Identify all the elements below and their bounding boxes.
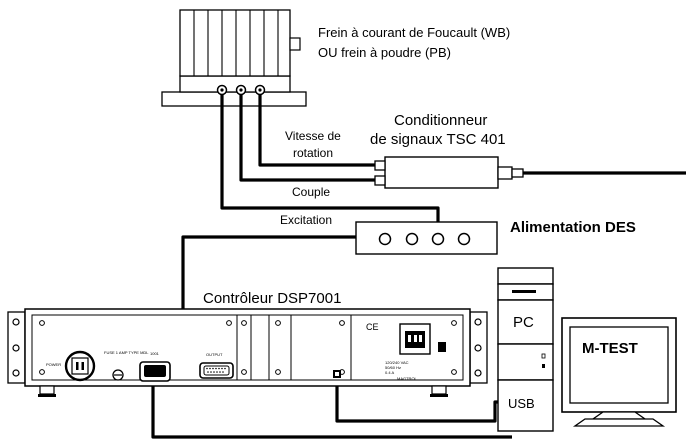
port-1001-connector (139, 361, 171, 382)
pc-usb-label: USB (508, 396, 535, 411)
controller-panel (31, 314, 464, 381)
speed-label-line2: rotation (293, 146, 333, 160)
brake-fins (193, 10, 279, 76)
monitor-stand (572, 418, 666, 427)
power-text: POWER (46, 362, 61, 367)
speed-label-line1: Vitesse de (285, 129, 341, 143)
torque-label: Couple (292, 185, 330, 199)
brake-base-plate (161, 91, 307, 107)
controller-to-pc-cable (151, 380, 512, 439)
fuse-text: FUSE 1 AMP TYPE MDL (104, 350, 149, 355)
output-connector (199, 362, 234, 379)
conditioner-output-plug (497, 166, 513, 180)
spec-text-1: 120/240 VAC (385, 360, 409, 365)
controller-chassis: POWER FUSE 1 AMP TYPE MDL 1001 OUTPUT (7, 308, 488, 397)
ce-mark: CE (366, 322, 379, 332)
power-supply-label: Alimentation DES (510, 219, 636, 236)
excitation-label: Excitation (280, 213, 332, 227)
conditioner-input-torque (374, 175, 386, 186)
brake-shaft (289, 37, 301, 51)
slot-cover-4 (290, 314, 352, 381)
spec-text-2: 50/60 Hz (385, 365, 401, 370)
torque-cable (239, 94, 375, 182)
controller-label: Contrôleur DSP7001 (203, 290, 341, 307)
usb-port (333, 370, 341, 378)
port-1001-text: 1001 (150, 351, 160, 356)
pc-lower-panel (497, 343, 554, 381)
foot-left (39, 385, 55, 395)
power-supply-box (355, 221, 498, 255)
brake-label-line2: OU frein à poudre (PB) (318, 45, 451, 60)
conditioner-output-ferrule (511, 168, 524, 178)
pc-tower (497, 267, 554, 432)
pc-label: PC (513, 314, 534, 331)
monitor-label: M-TEST (582, 340, 638, 357)
brake-lower-body (179, 75, 291, 93)
monitor-neck (590, 411, 648, 420)
monitor-screen (569, 326, 669, 404)
output-text: OUTPUT (206, 352, 223, 357)
brand-text: MAGTROL (397, 376, 418, 381)
pc-usb-panel (497, 379, 554, 432)
fuse-holder (112, 369, 124, 381)
spec-text-3: 0.4 A (385, 370, 394, 375)
conditioner-box (384, 156, 499, 189)
line-switch (438, 342, 446, 352)
iec-power-inlet (399, 323, 431, 355)
brake-housing (179, 9, 291, 77)
monitor (561, 317, 677, 427)
pc-front-panel (497, 299, 554, 345)
brake-unit (161, 9, 307, 107)
signal-conditioner (374, 156, 524, 189)
conditioner-input-speed (374, 160, 386, 171)
conditioner-label-line1: Conditionneur (394, 112, 487, 129)
power-supply-unit (355, 221, 498, 255)
pc-top-bay (497, 267, 554, 285)
power-switch (64, 350, 96, 382)
power-supply-sockets (378, 232, 471, 246)
foot-right (431, 385, 447, 395)
conditioner-label-line2: de signaux TSC 401 (370, 131, 506, 148)
excitation-cable (220, 94, 440, 225)
speed-cable (258, 94, 375, 167)
brake-label-line1: Frein à courant de Foucault (WB) (318, 25, 510, 40)
